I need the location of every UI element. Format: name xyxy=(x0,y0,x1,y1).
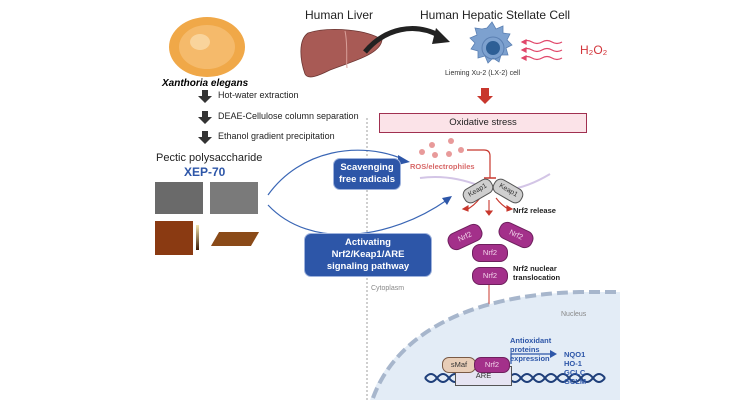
liver-to-cell-arrow xyxy=(363,26,442,54)
antioxidant-line-1: Antioxidant xyxy=(510,336,552,345)
stellate-cell-icon xyxy=(469,21,513,64)
translocation-line-1: Nrf2 nuclear xyxy=(513,264,557,273)
antioxidant-line-3: expression xyxy=(510,354,550,363)
afm-image-2d xyxy=(155,221,193,255)
afm-colorbar xyxy=(196,225,199,250)
sem-image-2 xyxy=(210,182,258,214)
gene-ho1: HO-1 xyxy=(564,359,582,368)
nrf2-release-label: Nrf2 release xyxy=(513,206,556,215)
product-title: Pectic polysaccharide xyxy=(156,152,263,164)
ros-label: ROS/electrophiles xyxy=(410,162,475,171)
ros-dots xyxy=(419,138,464,158)
nrf2-pill-3: Nrf2 xyxy=(472,244,508,262)
step-arrow-icons xyxy=(198,90,212,144)
cell-caption: Lieming Xu-2 (LX-2) cell xyxy=(445,70,521,77)
nucleus-envelope xyxy=(370,292,620,400)
nrf2-pill-4: Nrf2 xyxy=(472,267,508,285)
afm-image-3d xyxy=(210,232,260,246)
oxidative-stress-box: Oxidative stress xyxy=(379,113,587,133)
cytoplasm-label: Cytoplasm xyxy=(371,285,405,292)
activating-line-2: signaling pathway xyxy=(326,261,410,272)
activating-line-1: Activating Nrf2/Keap1/ARE xyxy=(331,237,405,260)
antioxidant-label: Antioxidant proteins expression xyxy=(510,336,551,363)
sem-image-1 xyxy=(155,182,203,214)
scavenging-line-1: Scavenging xyxy=(340,162,394,173)
organism-label: Xanthoria elegans xyxy=(162,78,249,89)
antioxidant-line-2: proteins xyxy=(510,345,540,354)
gene-gclc: GCLC xyxy=(564,368,586,377)
h2o2-wave-arrows xyxy=(520,39,563,61)
nrf2-bound-pill: Nrf2 xyxy=(474,357,510,373)
liver-icon xyxy=(300,29,383,78)
cell-title: Human Hepatic Stellate Cell xyxy=(420,8,571,22)
gene-nqo1: NQO1 xyxy=(564,350,586,359)
gene-list: NQO1 HO-1 GCLC GCLM xyxy=(564,350,586,386)
nucleus-label: Nucleus xyxy=(561,311,587,318)
smaf-pill: sMaf xyxy=(442,357,476,373)
translocation-label: Nrf2 nuclear translocation xyxy=(513,264,560,282)
liver-label: Human Liver xyxy=(305,8,374,22)
scavenging-box: Scavenging free radicals xyxy=(333,158,401,190)
step-2: DEAE-Cellulose column separation xyxy=(218,111,359,121)
gene-gclm: GCLM xyxy=(564,377,587,386)
down-arrow-icon xyxy=(477,88,493,104)
step-3: Ethanol gradient precipitation xyxy=(218,131,335,141)
translocation-line-2: translocation xyxy=(513,273,561,282)
step-1: Hot-water extraction xyxy=(218,90,299,100)
product-name: XEP-70 xyxy=(184,165,226,179)
scavenging-line-2: free radicals xyxy=(339,174,395,185)
lichen-icon xyxy=(169,17,245,77)
h2o2-label: H₂O₂ xyxy=(580,43,608,57)
activating-box: Activating Nrf2/Keap1/ARE signaling path… xyxy=(304,233,432,277)
